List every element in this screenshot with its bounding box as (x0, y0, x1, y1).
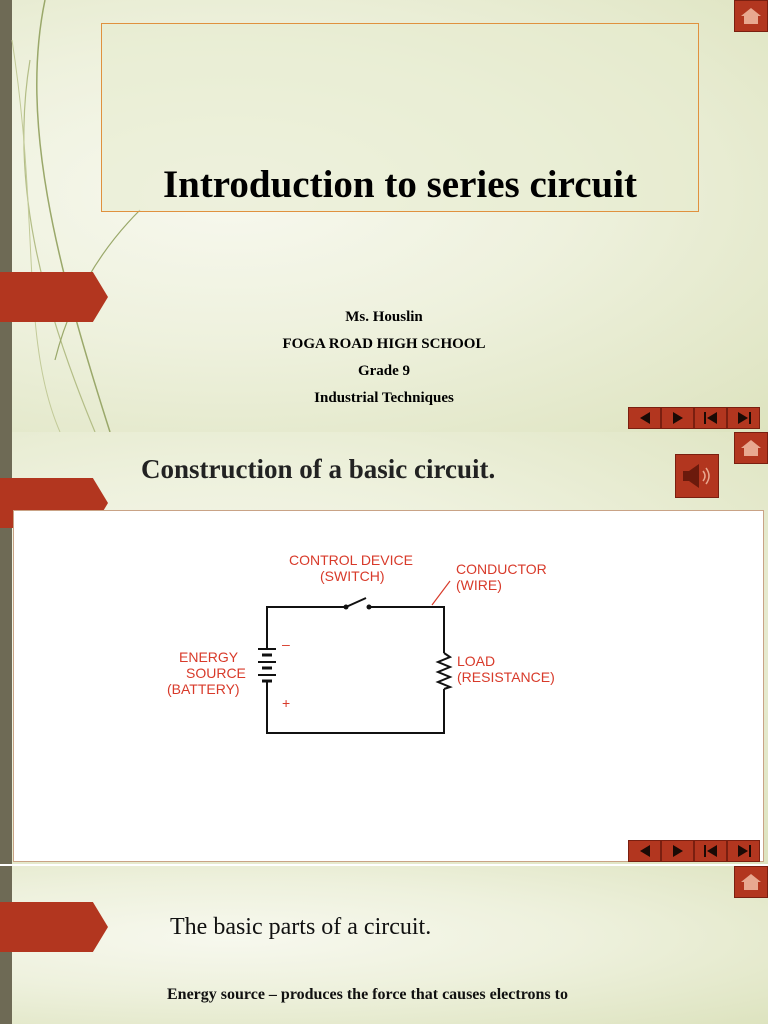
label-wire: (WIRE) (456, 577, 502, 593)
bullet-item: Energy source – produces the force that … (161, 986, 568, 1004)
slide-tab-marker (0, 272, 108, 322)
last-button[interactable] (727, 840, 760, 862)
triangle-right-icon (672, 412, 683, 424)
grade-label: Grade 9 (357, 363, 411, 379)
first-button[interactable] (694, 407, 727, 429)
resistor-symbol (435, 652, 453, 690)
author-name: Ms. Houslin (345, 309, 423, 325)
slide-title: Introduction to series circuit Ms. Housl… (0, 0, 768, 432)
prev-button[interactable] (628, 840, 661, 862)
label-resistance: (RESISTANCE) (457, 669, 555, 685)
slide-basic-parts: The basic parts of a circuit. Energy sou… (0, 866, 768, 1024)
school-name: FOGA ROAD HIGH SCHOOL (282, 336, 486, 352)
first-button[interactable] (694, 840, 727, 862)
bar-triangle-left-icon (703, 845, 717, 857)
slide-title-text: The basic parts of a circuit. (170, 914, 432, 940)
home-button[interactable] (734, 0, 768, 32)
subject-label: Industrial Techniques (314, 390, 454, 406)
slide-title-text: Introduction to series circuit (162, 163, 638, 206)
bullet-text: Energy source – produces the force that … (167, 986, 568, 1003)
label-switch: (SWITCH) (320, 568, 385, 584)
switch-contact (366, 604, 372, 610)
slide-tab-marker (0, 902, 108, 952)
next-button[interactable] (661, 840, 694, 862)
circuit-diagram-panel: CONTROL DEVICE (SWITCH) CONDUCTOR (WIRE)… (13, 510, 764, 862)
slide-title-text: Construction of a basic circuit. (141, 454, 496, 484)
speaker-icon (683, 464, 710, 488)
home-button[interactable] (734, 866, 768, 898)
slide-nav (628, 407, 760, 429)
next-button[interactable] (661, 407, 694, 429)
last-button[interactable] (727, 407, 760, 429)
label-conductor: CONDUCTOR (456, 561, 547, 577)
battery-minus-sign: – (282, 636, 290, 652)
label-energy: ENERGY (179, 649, 239, 665)
side-bar (0, 432, 12, 864)
triangle-bar-right-icon (737, 845, 751, 857)
home-button[interactable] (734, 432, 768, 464)
label-source: SOURCE (186, 665, 246, 681)
bar-triangle-left-icon (703, 412, 717, 424)
triangle-left-icon (639, 845, 650, 857)
home-icon (741, 8, 761, 24)
home-icon (741, 874, 761, 890)
slide-circuit-construction: Construction of a basic circuit. (0, 432, 768, 864)
battery-plus-sign: + (282, 695, 290, 711)
label-control-device: CONTROL DEVICE (289, 552, 413, 568)
side-bar (0, 0, 12, 432)
label-battery: (BATTERY) (167, 681, 240, 697)
audio-button[interactable] (675, 454, 719, 498)
slide-nav (628, 840, 760, 862)
conductor-pointer (431, 580, 451, 606)
circuit-diagram: CONTROL DEVICE (SWITCH) CONDUCTOR (WIRE)… (167, 552, 555, 734)
author-block: Ms. Houslin FOGA ROAD HIGH SCHOOL Grade … (0, 309, 768, 417)
battery-symbol (258, 636, 276, 693)
triangle-bar-right-icon (737, 412, 751, 424)
triangle-right-icon (672, 845, 683, 857)
slide-separator (0, 864, 768, 866)
triangle-left-icon (639, 412, 650, 424)
title-placeholder: Introduction to series circuit (101, 23, 699, 212)
label-load: LOAD (457, 653, 495, 669)
prev-button[interactable] (628, 407, 661, 429)
home-icon (741, 440, 761, 456)
